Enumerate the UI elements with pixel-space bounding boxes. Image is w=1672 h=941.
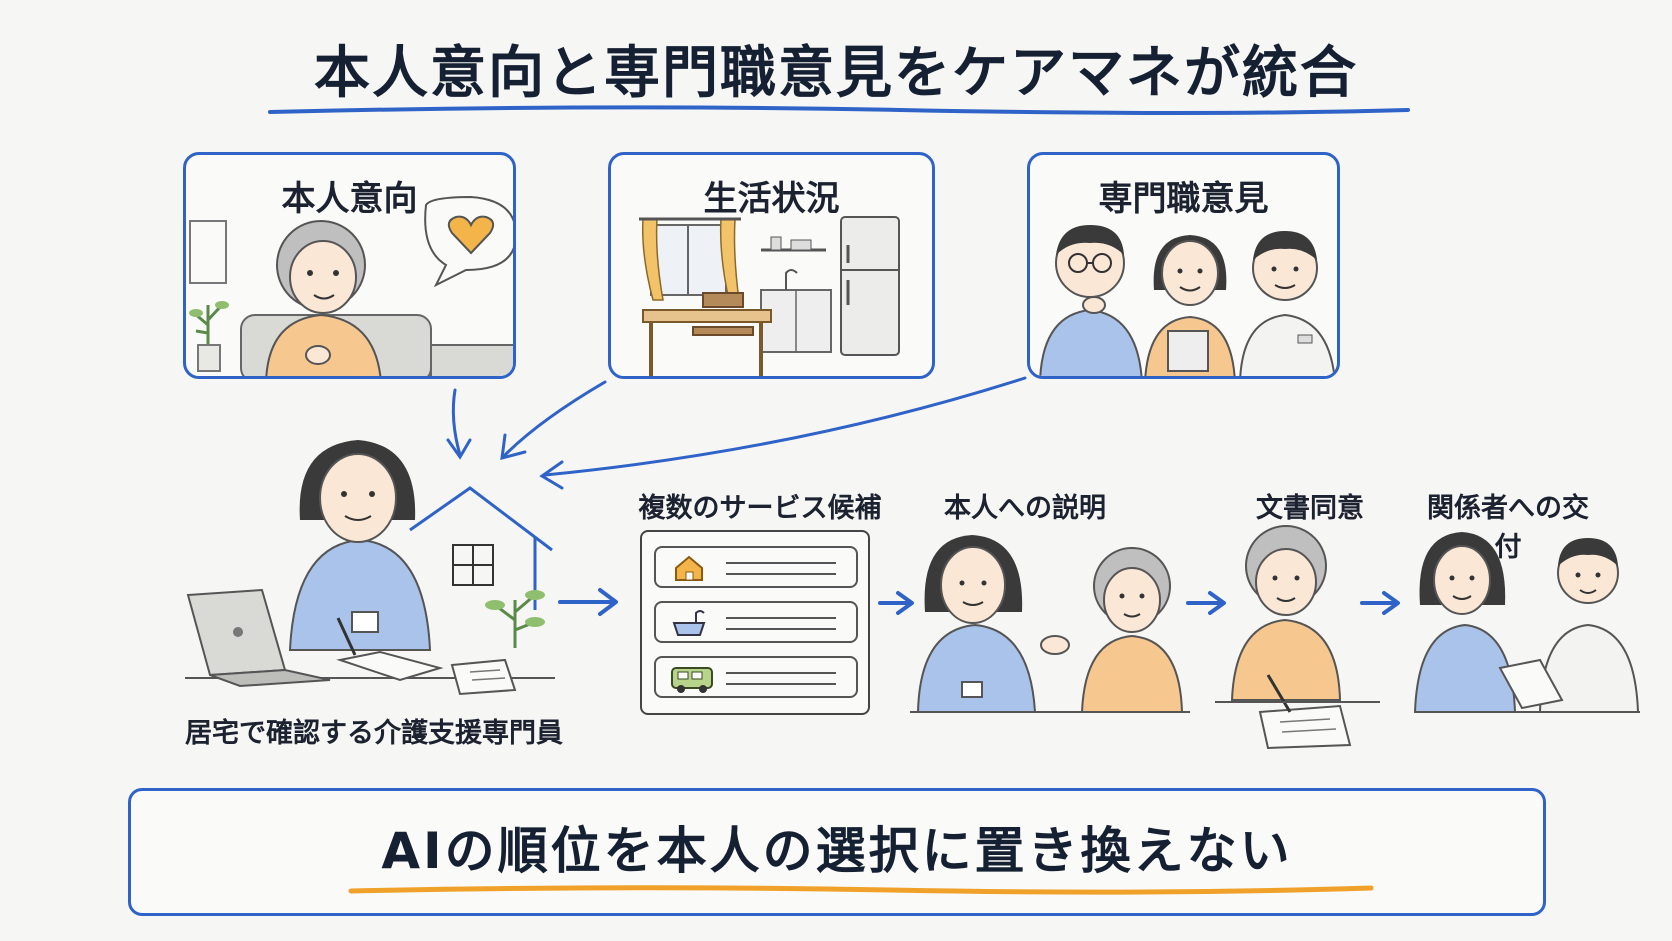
heart-icon <box>447 215 495 255</box>
panel-living-label: 生活状況 <box>703 179 840 219</box>
panel-professional: 専門職意見 <box>1027 152 1340 379</box>
service-item-bath <box>654 601 858 643</box>
house-outline-icon <box>409 486 553 610</box>
step-label-services: 複数のサービス候補 <box>638 493 882 524</box>
kitchen-illustration <box>639 216 900 376</box>
plant-icon <box>485 590 545 648</box>
laptop-icon <box>186 588 331 688</box>
house-icon <box>675 555 703 581</box>
step-label-handover: 関係者への交付 <box>1427 493 1589 563</box>
document-icon <box>1498 658 1564 710</box>
bathtub-icon <box>672 610 706 636</box>
step-label-explanation: 本人への説明 <box>944 493 1106 524</box>
step-label-consent: 文書同意 <box>1256 493 1364 524</box>
heart-speech-bubble <box>424 195 513 288</box>
clipboard-icon <box>1167 330 1209 372</box>
service-item-home <box>654 546 858 588</box>
bottom-message-box: AIの順位を本人の選択に置き換えない <box>128 788 1546 916</box>
bottom-message: AIの順位を本人の選択に置き換えない <box>381 822 1293 880</box>
service-candidates-list <box>640 530 870 715</box>
page-title: 本人意向と専門職意見をケアマネが統合 <box>314 41 1358 106</box>
panel-professional-label: 専門職意見 <box>1098 179 1269 219</box>
care-manager-caption: 居宅で確認する介護支援専門員 <box>185 718 563 749</box>
service-item-transport <box>654 656 858 698</box>
panel-intent: 本人意向 <box>183 152 516 379</box>
van-icon <box>671 667 713 693</box>
pen-icon <box>1266 674 1292 713</box>
panel-living: 生活状況 <box>608 152 935 379</box>
panel-intent-label: 本人意向 <box>281 179 418 219</box>
id-badge-icon <box>351 611 379 633</box>
window-icon <box>452 544 494 586</box>
document-icon <box>1258 704 1352 750</box>
pen-icon <box>336 617 357 656</box>
plant-icon <box>189 301 229 372</box>
professionals-illustration <box>1039 225 1336 376</box>
elderly-woman-illustration <box>189 195 513 376</box>
